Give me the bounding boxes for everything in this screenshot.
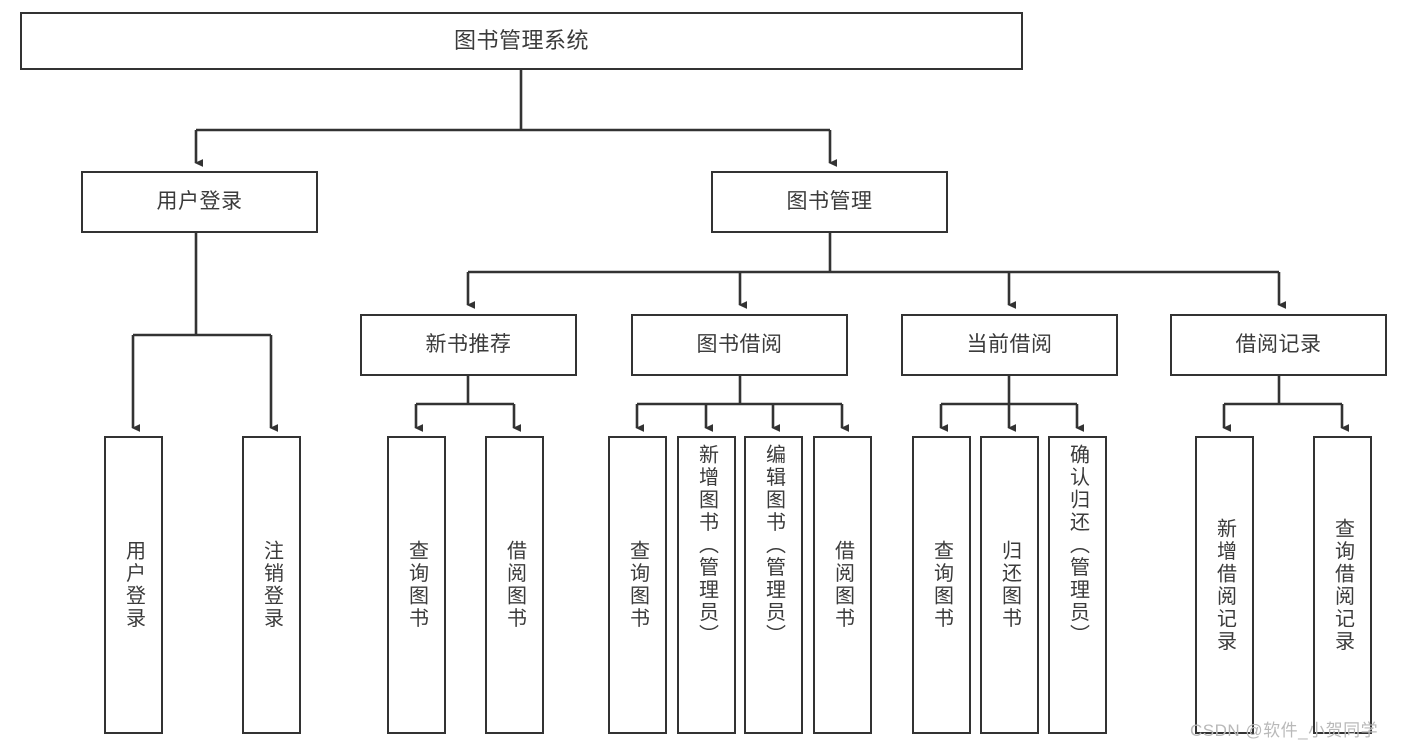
leaf-edit-book-admin[interactable]: 编辑图书（管理员） bbox=[744, 436, 803, 734]
leaf-add-book-admin[interactable]: 新增图书（管理员） bbox=[677, 436, 736, 734]
node-label: 借阅图书 bbox=[503, 540, 526, 630]
node-label: 注销登录 bbox=[260, 540, 283, 630]
node-label: 借阅记录 bbox=[1235, 333, 1322, 357]
leaf-confirm-return-admin[interactable]: 确认归还（管理员） bbox=[1048, 436, 1107, 734]
leaf-logout[interactable]: 注销登录 bbox=[242, 436, 301, 734]
leaf-add-borrow-record[interactable]: 新增借阅记录 bbox=[1195, 436, 1254, 734]
node-borrowing-records[interactable]: 借阅记录 bbox=[1170, 314, 1387, 376]
node-label: 当前借阅 bbox=[966, 333, 1053, 357]
node-label: 确认归还（管理员） bbox=[1066, 444, 1089, 647]
node-label: 归还图书 bbox=[998, 540, 1021, 630]
leaf-borrow-books-recommend[interactable]: 借阅图书 bbox=[485, 436, 544, 734]
node-book-borrowing[interactable]: 图书借阅 bbox=[631, 314, 848, 376]
node-label: 新增图书（管理员） bbox=[695, 444, 718, 647]
node-label: 图书管理 bbox=[786, 190, 873, 214]
leaf-query-books-recommend[interactable]: 查询图书 bbox=[387, 436, 446, 734]
node-root-book-management-system[interactable]: 图书管理系统 bbox=[20, 12, 1023, 70]
leaf-query-books-borrow[interactable]: 查询图书 bbox=[608, 436, 667, 734]
node-label: 查询借阅记录 bbox=[1331, 517, 1354, 653]
node-label: 查询图书 bbox=[626, 540, 649, 630]
node-label: 用户登录 bbox=[122, 540, 145, 630]
leaf-borrow-books[interactable]: 借阅图书 bbox=[813, 436, 872, 734]
node-current-borrowing[interactable]: 当前借阅 bbox=[901, 314, 1118, 376]
node-label: 查询图书 bbox=[930, 540, 953, 630]
node-label: 图书借阅 bbox=[696, 333, 783, 357]
leaf-return-books[interactable]: 归还图书 bbox=[980, 436, 1039, 734]
node-new-book-recommendation[interactable]: 新书推荐 bbox=[360, 314, 577, 376]
watermark: CSDN @软件_小贺同学 bbox=[1190, 721, 1379, 740]
node-book-management[interactable]: 图书管理 bbox=[711, 171, 948, 233]
node-label: 新增借阅记录 bbox=[1213, 517, 1236, 653]
node-label: 借阅图书 bbox=[831, 540, 854, 630]
node-label: 用户登录 bbox=[156, 190, 243, 214]
leaf-query-borrow-record[interactable]: 查询借阅记录 bbox=[1313, 436, 1372, 734]
leaf-query-books-current[interactable]: 查询图书 bbox=[912, 436, 971, 734]
node-label: 编辑图书（管理员） bbox=[762, 444, 785, 647]
node-label: 图书管理系统 bbox=[453, 27, 589, 53]
node-label: 新书推荐 bbox=[425, 333, 512, 357]
node-label: 查询图书 bbox=[405, 540, 428, 630]
leaf-user-login[interactable]: 用户登录 bbox=[104, 436, 163, 734]
node-user-login[interactable]: 用户登录 bbox=[81, 171, 318, 233]
